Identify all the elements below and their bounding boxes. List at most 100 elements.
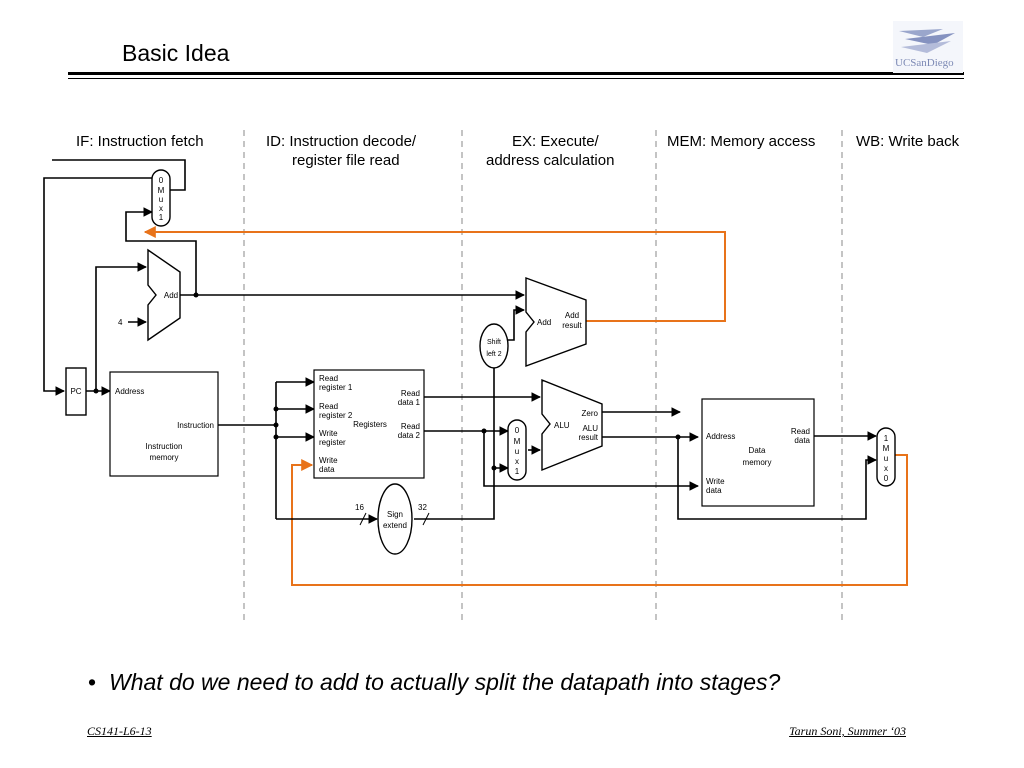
mux-wb-4: 0 <box>884 474 889 483</box>
branch-add-right-a: Add <box>565 311 579 320</box>
sign-extend-a: Sign <box>387 510 403 519</box>
sign-extend: Sign extend 16 32 <box>355 483 430 555</box>
ucsd-logo <box>893 21 963 73</box>
imem-name-2: memory <box>150 453 179 462</box>
branch-adder: Add Add result <box>525 276 587 368</box>
sign-extend-b: extend <box>383 521 407 530</box>
pipeline-datapath-diagram: IF: Instruction fetch ID: Instruction de… <box>43 130 960 622</box>
junction <box>273 406 279 412</box>
shift-left-2: Shift left 2 <box>479 323 509 369</box>
mux-alu-3: x <box>515 457 519 466</box>
wires <box>43 159 877 524</box>
mux-alu-1: M <box>514 437 521 446</box>
alu-result-a: ALU <box>582 424 598 433</box>
stage-wb-label: WB: Write back <box>856 133 960 150</box>
title-rule-thin <box>68 78 964 79</box>
mux-alu-2: u <box>515 447 519 456</box>
add-to-mux-wire <box>125 207 197 295</box>
pc-label: PC <box>70 387 81 396</box>
dmem-write-b: data <box>706 486 722 495</box>
pc-register: PC <box>65 367 87 416</box>
pc-feedback-wire <box>43 177 160 396</box>
bullet-marker: • <box>88 669 97 695</box>
reg-rr1-a: Read <box>319 374 338 383</box>
branch-add-right-b: result <box>562 321 582 330</box>
mux-top-4: 1 <box>159 213 164 222</box>
reg-name: Registers <box>353 420 387 429</box>
junction <box>93 388 99 394</box>
reg-rr1-b: register 1 <box>319 383 353 392</box>
mux-wb-3: x <box>884 464 888 473</box>
logo-text: UCSanDiego <box>895 57 954 69</box>
mux-top-3: x <box>159 204 163 213</box>
instruction-memory: Address Instruction Instruction memory <box>109 371 219 477</box>
stage-if-label: IF: Instruction fetch <box>76 133 204 150</box>
footer-slide-id: CS141-L6-13 <box>87 724 152 738</box>
mux-wb-0: 1 <box>884 434 889 443</box>
four-label: 4 <box>118 318 123 327</box>
slide-title: Basic Idea <box>122 40 230 66</box>
alu-result-b: result <box>578 433 598 442</box>
dmem-name-2: memory <box>743 458 772 467</box>
writeback-mux: 1 M u x 0 <box>876 427 896 487</box>
mux-wb-1: M <box>883 444 890 453</box>
imem-name-1: Instruction <box>146 442 183 451</box>
mux-loop-wire <box>52 159 186 191</box>
footer-author: Tarun Soni, Summer ‘03 <box>789 724 906 738</box>
junction <box>273 434 279 440</box>
stage-ex-label-1: EX: Execute/ <box>512 133 600 150</box>
imem-instruction-label: Instruction <box>177 421 214 430</box>
dmem-read-b: data <box>794 436 810 445</box>
reg-rr2-b: register 2 <box>319 411 353 420</box>
reg-wr-b: register <box>319 438 346 447</box>
alu: ALU Zero ALU result <box>541 378 603 472</box>
reg-rd2-a: Read <box>401 422 420 431</box>
dmem-read-a: Read <box>791 427 810 436</box>
pc-adder: Add <box>147 248 181 342</box>
stage-mem-label: MEM: Memory access <box>667 133 815 150</box>
dmem-address: Address <box>706 432 735 441</box>
junction <box>675 434 681 440</box>
branch-add-left: Add <box>537 318 551 327</box>
reg-rr2-a: Read <box>319 402 338 411</box>
shift-label-a: Shift <box>487 339 501 346</box>
junction <box>481 428 487 434</box>
dmem-write-a: Write <box>706 477 725 486</box>
alu-name: ALU <box>554 421 570 430</box>
stage-labels: IF: Instruction fetch ID: Instruction de… <box>76 133 960 169</box>
mux-wb-2: u <box>884 454 888 463</box>
feedback-wires <box>143 226 908 586</box>
register-file: Read register 1 Read register 2 Write re… <box>313 369 425 479</box>
pc-adder-label: Add <box>164 291 178 300</box>
junction <box>273 422 279 428</box>
reg-rd1-a: Read <box>401 389 420 398</box>
alu-bypass-wire <box>677 437 877 520</box>
imem-address-label: Address <box>115 387 144 396</box>
rd2-to-mem-wire <box>483 431 699 491</box>
mux-top-0: 0 <box>159 176 164 185</box>
stage-id-label-2: register file read <box>292 152 400 169</box>
reg-rd1-b: data 1 <box>398 398 421 407</box>
writeback-wire <box>291 454 908 586</box>
pc-source-mux: 0 M u x 1 <box>151 169 171 227</box>
stage-dividers <box>243 130 843 622</box>
mux-alu-0: 0 <box>515 426 520 435</box>
mux-alu-4: 1 <box>515 467 520 476</box>
sign-extend-out-wire <box>414 463 509 520</box>
alu-source-mux: 0 M u x 1 <box>507 419 527 481</box>
reg-wd-a: Write <box>319 456 338 465</box>
dmem-name-1: Data <box>749 446 766 455</box>
reg-wd-b: data <box>319 465 335 474</box>
sign-extend-out: 32 <box>418 503 427 512</box>
junctions <box>93 292 681 471</box>
bullet-question: What do we need to add to actually split… <box>109 669 781 695</box>
reg-rd2-b: data 2 <box>398 431 421 440</box>
mux-top-2: u <box>159 195 163 204</box>
alu-zero: Zero <box>582 409 599 418</box>
stage-ex-label-2: address calculation <box>486 152 614 169</box>
junction <box>193 292 199 298</box>
pc-to-add-wire <box>95 262 147 391</box>
branch-target-wire <box>143 226 726 322</box>
title-rule-thick <box>68 72 964 75</box>
sign-extend-in: 16 <box>355 503 364 512</box>
